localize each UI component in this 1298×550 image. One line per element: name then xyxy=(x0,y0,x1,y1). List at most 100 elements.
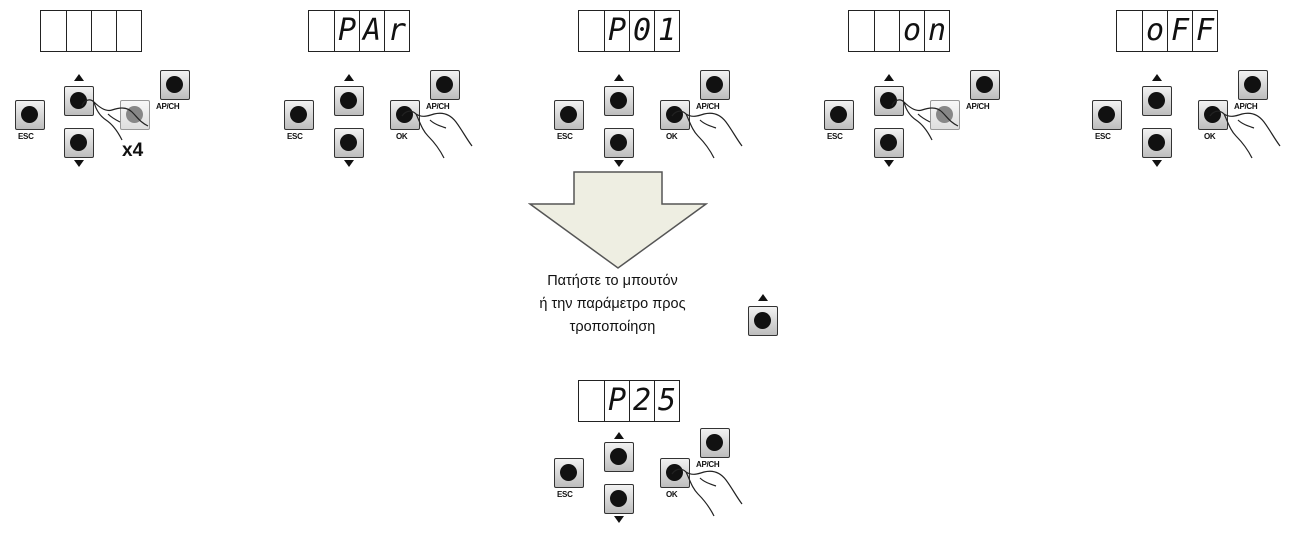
display-digit: P xyxy=(604,381,629,421)
down-button[interactable] xyxy=(1142,128,1172,158)
display-panel: o n xyxy=(848,10,950,52)
esc-button[interactable] xyxy=(1092,100,1122,130)
hand-pointer-icon xyxy=(891,99,959,141)
step-6: P 2 5 AP/CH ESC OK xyxy=(542,370,743,550)
up-button[interactable] xyxy=(748,306,778,336)
down-button[interactable] xyxy=(604,128,634,158)
ap-ch-label: AP/CH xyxy=(696,102,720,111)
display-digit: n xyxy=(924,11,949,51)
up-button[interactable] xyxy=(604,442,634,472)
display-digit xyxy=(116,11,141,51)
esc-label: ESC xyxy=(557,490,573,499)
hand-pointer-icon xyxy=(401,110,473,159)
display-digit xyxy=(1117,11,1142,51)
ap-ch-label: AP/CH xyxy=(696,460,720,469)
hand-pointer-icon xyxy=(671,110,743,159)
step-4: o n AP/CH ESC xyxy=(812,0,1012,180)
arrow-up-icon xyxy=(344,74,354,81)
step-3: P 0 1 AP/CH ESC OK xyxy=(542,0,743,180)
esc-label: ESC xyxy=(1095,132,1111,141)
display-digit: F xyxy=(1167,11,1192,51)
esc-label: ESC xyxy=(18,132,34,141)
up-button[interactable] xyxy=(604,86,634,116)
ok-button[interactable] xyxy=(660,100,690,130)
display-digit: r xyxy=(384,11,409,51)
display-digit: A xyxy=(359,11,384,51)
display-panel: P A r xyxy=(308,10,410,52)
flow-down-arrow xyxy=(528,171,708,269)
down-button[interactable] xyxy=(334,128,364,158)
ok-button[interactable] xyxy=(660,458,690,488)
esc-label: ESC xyxy=(557,132,573,141)
arrow-up-icon xyxy=(614,74,624,81)
arrow-up-icon xyxy=(758,294,768,301)
display-digit xyxy=(579,381,604,421)
arrow-down-icon xyxy=(614,516,624,523)
ap-ch-button[interactable] xyxy=(700,428,730,458)
ap-ch-label: AP/CH xyxy=(966,102,990,111)
down-button[interactable] xyxy=(64,128,94,158)
display-digit xyxy=(91,11,116,51)
esc-button[interactable] xyxy=(554,100,584,130)
step-1: AP/CH ESC x4 xyxy=(0,0,200,180)
display-digit: P xyxy=(604,11,629,51)
arrow-up-icon xyxy=(1152,74,1162,81)
display-digit: 0 xyxy=(629,11,654,51)
display-panel: P 0 1 xyxy=(578,10,680,52)
arrow-down-icon xyxy=(614,160,624,167)
esc-button[interactable] xyxy=(824,100,854,130)
esc-button[interactable] xyxy=(554,458,584,488)
up-button[interactable] xyxy=(334,86,364,116)
esc-label: ESC xyxy=(827,132,843,141)
ap-ch-button[interactable] xyxy=(430,70,460,100)
ok-label: OK xyxy=(666,490,678,499)
display-digit xyxy=(849,11,874,51)
ok-button[interactable] xyxy=(1198,100,1228,130)
hand-pointer-icon xyxy=(671,468,743,517)
arrow-down-icon xyxy=(1152,160,1162,167)
ok-label: OK xyxy=(666,132,678,141)
display-panel: P 2 5 xyxy=(578,380,680,422)
display-digit: P xyxy=(334,11,359,51)
hand-pointer-icon xyxy=(81,99,149,141)
display-digit xyxy=(309,11,334,51)
step-2: P A r AP/CH ESC OK xyxy=(272,0,473,180)
ap-ch-button[interactable] xyxy=(700,70,730,100)
display-digit: o xyxy=(1142,11,1167,51)
display-panel xyxy=(40,10,142,52)
ap-ch-label: AP/CH xyxy=(156,102,180,111)
ap-ch-button[interactable] xyxy=(1238,70,1268,100)
instruction-line: ή την παράμετρο προς xyxy=(539,296,686,312)
display-digit xyxy=(41,11,66,51)
arrow-up-icon xyxy=(884,74,894,81)
esc-button[interactable] xyxy=(284,100,314,130)
display-digit: 1 xyxy=(654,11,679,51)
display-digit: 5 xyxy=(654,381,679,421)
ok-button[interactable] xyxy=(390,100,420,130)
esc-button[interactable] xyxy=(15,100,45,130)
ok-label: OK xyxy=(1204,132,1216,141)
instruction-line: τροποποίηση xyxy=(569,319,656,335)
step-5: o F F AP/CH ESC OK xyxy=(1080,0,1281,180)
display-panel: o F F xyxy=(1116,10,1218,52)
arrow-up-icon xyxy=(74,74,84,81)
hand-pointer-icon xyxy=(1209,110,1281,159)
display-digit xyxy=(874,11,899,51)
instruction-text: Πατήστε το μπουτόν ή την παράμετρο προς … xyxy=(495,270,730,339)
ap-ch-label: AP/CH xyxy=(1234,102,1258,111)
ap-ch-button[interactable] xyxy=(160,70,190,100)
display-digit xyxy=(579,11,604,51)
ap-ch-button[interactable] xyxy=(970,70,1000,100)
display-digit: 2 xyxy=(629,381,654,421)
esc-label: ESC xyxy=(287,132,303,141)
down-button[interactable] xyxy=(874,128,904,158)
up-button[interactable] xyxy=(1142,86,1172,116)
down-button[interactable] xyxy=(604,484,634,514)
ok-label: OK xyxy=(396,132,408,141)
ap-ch-label: AP/CH xyxy=(426,102,450,111)
display-digit: o xyxy=(899,11,924,51)
instruction-line: Πατήστε το μπουτόν xyxy=(547,273,678,289)
display-digit: F xyxy=(1192,11,1217,51)
arrow-down-icon xyxy=(74,160,84,167)
arrow-down-icon xyxy=(884,160,894,167)
